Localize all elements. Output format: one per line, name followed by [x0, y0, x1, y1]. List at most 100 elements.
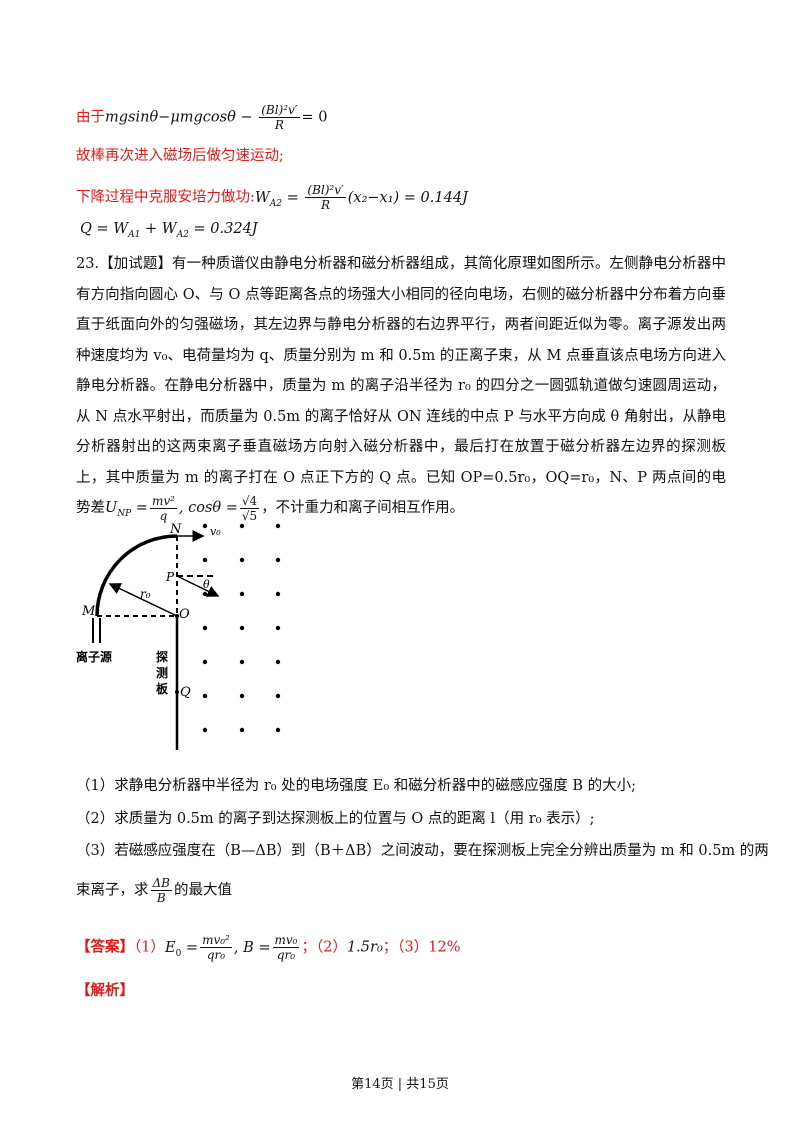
label-p: P — [165, 570, 175, 584]
e0-subscript: 0 — [175, 948, 182, 959]
frac-num: √4 — [239, 493, 260, 509]
frac-num: mv₀² — [200, 933, 232, 948]
field-dot — [202, 727, 208, 733]
frac-num: ΔB — [150, 876, 172, 891]
arc-trajectory — [95, 534, 178, 617]
field-dot — [202, 591, 208, 597]
label-ion-source: 离子源 — [76, 649, 112, 664]
field-dot — [275, 523, 281, 529]
p-angled-arrow — [176, 575, 220, 597]
field-dot — [239, 591, 245, 597]
point-q — [175, 690, 179, 694]
answer-label: 【答案】 — [76, 938, 134, 956]
sub-a1: A1 — [128, 229, 141, 240]
field-dot — [239, 727, 245, 733]
solution-line-4: Q = WA1 + WA2 = 0.324J — [80, 219, 258, 245]
solution-line3-prefix: 下降过程中克服安培力做功: — [76, 189, 255, 206]
separator: , — [233, 939, 239, 956]
equals-sign: = — [131, 500, 148, 516]
solution-eq1-rhs: = 0 — [301, 109, 328, 126]
frac-num: mv² — [149, 493, 177, 509]
field-dot — [202, 523, 208, 529]
equals-sign: = — [286, 189, 299, 206]
field-dot — [275, 557, 281, 563]
heat-lhs: Q = W — [80, 221, 129, 237]
field-dot — [202, 659, 208, 665]
field-dot — [239, 523, 245, 529]
field-dot — [275, 625, 281, 631]
solution-eq1-frac: (Bl)²v′R — [259, 103, 300, 132]
problem-main-text: 23.【加试题】有一种质谱仪由静电分析器和磁分析器组成，其简化原理如图所示。左侧… — [76, 256, 726, 516]
equals-sign: = — [181, 939, 199, 956]
work-subscript: A2 — [269, 198, 283, 209]
frac-den: qr₀ — [206, 948, 226, 962]
field-dot — [202, 693, 208, 699]
frac-den: q — [159, 508, 168, 523]
work-symbol: W — [254, 189, 270, 206]
frac-num: mv₀ — [272, 933, 300, 948]
field-dot — [275, 591, 281, 597]
label-detector-1: 探 — [156, 649, 168, 664]
frac-den: √5 — [241, 508, 258, 523]
sub-a2: A2 — [176, 229, 189, 240]
field-dot — [202, 557, 208, 563]
label-o: O — [179, 607, 190, 622]
analysis-label: 【解析】 — [76, 982, 134, 999]
label-r0: r₀ — [140, 587, 151, 601]
frac-den: R — [274, 118, 284, 132]
solution-eq1-prefix: 由于 — [76, 109, 105, 126]
solution-line-3: 下降过程中克服安培力做功:WA2 = (Bl)²v′R(x₂−x₁) = 0.1… — [76, 183, 468, 213]
solution-line-1: 由于mgsinθ−μmgcosθ − (Bl)²v′R= 0 — [76, 103, 328, 132]
question-1: （1）求静电分析器中半径为 r₀ 处的电场强度 E₀ 和磁分析器中的磁感应强度 … — [76, 778, 637, 794]
field-dot — [239, 557, 245, 563]
question-2: （2）求质量为 0.5m 的离子到达探测板上的位置与 O 点的距离 l（用 r₀… — [76, 811, 595, 827]
field-dot — [202, 625, 208, 631]
label-theta: θ — [203, 578, 210, 591]
point-o — [175, 614, 179, 618]
label-v0: v₀ — [210, 525, 221, 538]
u-subscript: NP — [117, 508, 132, 519]
cos-frac: √4√5 — [239, 493, 260, 523]
field-dot — [239, 659, 245, 665]
field-dot — [275, 727, 281, 733]
frac-den: qr₀ — [276, 948, 296, 962]
plus-w: + W — [140, 221, 177, 237]
question-3: （3）若磁感应强度在（B—ΔB）到（B＋ΔB）之间波动，要在探测板上完全分辨出质… — [76, 843, 769, 859]
solution-line3-rhs: (x₂−x₁) = 0.144J — [347, 189, 468, 206]
frac-den: R — [321, 198, 331, 212]
u-symbol: U — [105, 500, 118, 516]
heat-rhs: = 0.324J — [188, 221, 258, 237]
solution-line-2: 故棒再次进入磁场后做匀速运动; — [76, 148, 284, 164]
q3-prefix: 束离子，求 — [76, 882, 149, 899]
answer-part2: ；（2） — [301, 939, 347, 956]
b-lhs: B = — [243, 939, 271, 956]
label-detector-3: 板 — [156, 681, 169, 696]
answer-part1: （1） — [134, 939, 165, 956]
field-dot — [275, 693, 281, 699]
solution-line3-frac: (Bl)²v′R — [305, 183, 346, 212]
solution-eq1-lhs: mgsinθ−μmgcosθ − — [105, 109, 253, 126]
field-dot — [275, 659, 281, 665]
frac-num: (Bl)²v′ — [305, 183, 346, 198]
magnetic-field-dots — [202, 523, 281, 733]
answer-part2-value: 1.5r₀ — [346, 939, 383, 956]
field-dot — [239, 693, 245, 699]
label-q: Q — [180, 685, 191, 700]
label-m: M — [81, 604, 96, 619]
problem-text: 23.【加试题】有一种质谱仪由静电分析器和磁分析器组成，其简化原理如图所示。左侧… — [76, 249, 726, 529]
cos-text: , cosθ = — [178, 500, 238, 516]
page-footer: 第14页 | 共15页 — [351, 1077, 449, 1092]
radius-arrow — [108, 583, 178, 617]
frac-den: B — [156, 891, 166, 905]
e0-symbol: E — [164, 939, 176, 956]
label-n: N — [169, 522, 182, 537]
problem-tail-text: ，不计重力和离子间相互作用。 — [261, 500, 465, 516]
label-detector-2: 测 — [156, 665, 168, 680]
